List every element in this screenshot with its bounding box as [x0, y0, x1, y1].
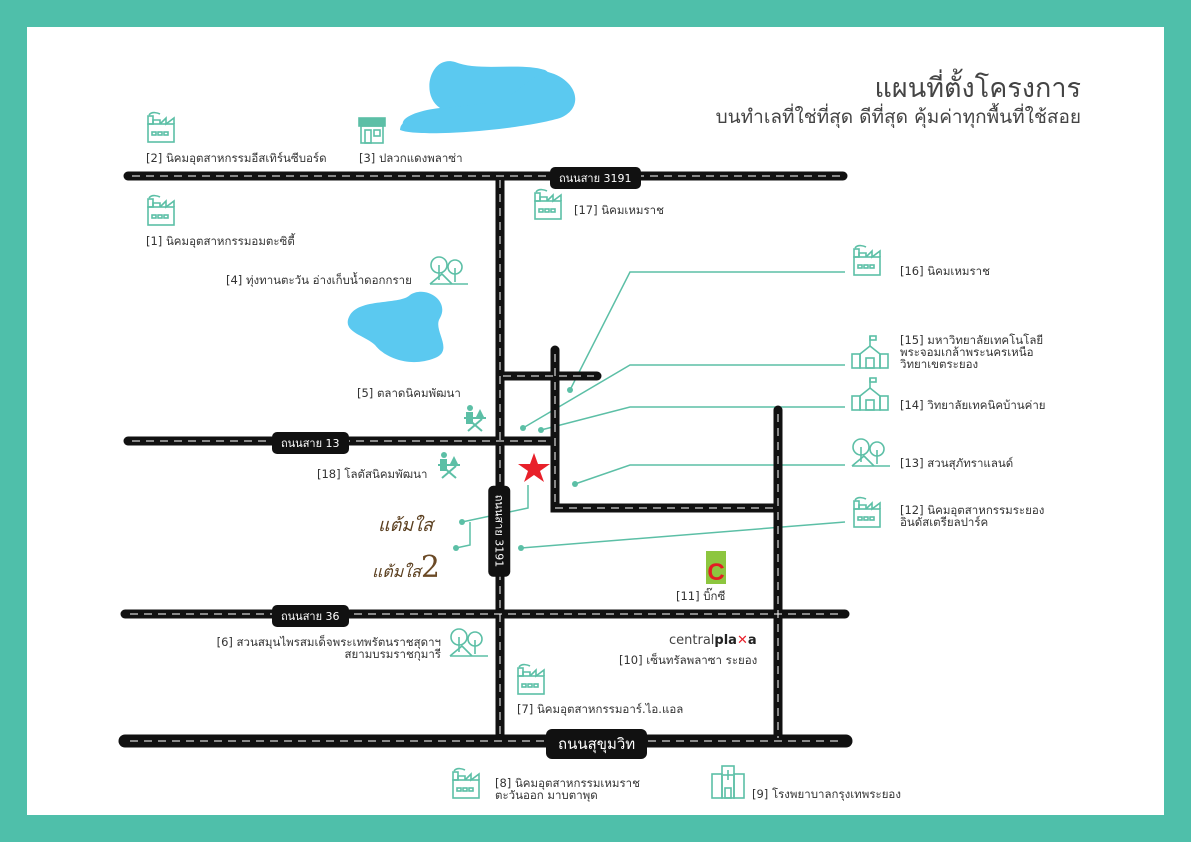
factory-icon	[534, 188, 562, 220]
callout-lines	[455, 271, 846, 549]
lake-middle	[347, 291, 444, 363]
place-15: [15] มหาวิทยาลัยเทคโนโลยี พระจอมเกล้าพระ…	[900, 334, 1043, 370]
place-13: [13] สวนสุภัทราแลนด์	[900, 456, 1014, 470]
road-label-sukhumvit: ถนนสุขุมวิท	[546, 729, 648, 759]
trees-icon	[429, 256, 469, 285]
factory-icon	[452, 767, 480, 799]
project-logo-2: แต้มใส2	[372, 550, 440, 585]
central-plaza-logo: centralpla✕a	[669, 633, 757, 648]
place-1: [1] นิคมอุตสาหกรรมอมตะซิตี้	[146, 234, 295, 248]
map-card	[27, 27, 1164, 815]
road-label-3191: ถนนสาย 3191	[550, 167, 641, 189]
place-18: [18] โลตัสนิคมพัฒนา	[317, 467, 428, 481]
hospital-icon	[711, 765, 745, 799]
place-15-line2: พระจอมเกล้าพระนครเหนือ	[900, 345, 1034, 359]
school-icon	[851, 335, 889, 369]
place-9: [9] โรงพยาบาลกรุงเทพระยอง	[752, 787, 901, 801]
place-12-line2: อินดัสเตรียลปาร์ค	[900, 515, 989, 529]
place-6-line1: [6] สวนสมุนไพรสมเด็จพระเทพรัตนราชสุดาฯ	[216, 635, 441, 649]
market-icon	[463, 404, 487, 432]
school-icon	[851, 377, 889, 411]
place-15-line1: [15] มหาวิทยาลัยเทคโนโลยี	[900, 333, 1044, 347]
place-14: [14] วิทยาลัยเทคนิคบ้านค่าย	[900, 398, 1046, 412]
place-4: [4] ทุ่งทานตะวัน อ่างเก็บน้ำดอกกราย	[226, 273, 412, 287]
project-logo-1: แต้มใส	[378, 515, 433, 536]
trees-icon	[851, 438, 891, 467]
page-title: แผนที่ตั้งโครงการ	[874, 73, 1081, 104]
page-subtitle: บนทำเลที่ใช่ที่สุด ดีที่สุด คุ้มค่าทุกพื…	[715, 106, 1081, 128]
place-2: [2] นิคมอุตสาหกรรมอีสเทิร์นซีบอร์ด	[146, 151, 327, 165]
market-icon	[437, 451, 461, 479]
bigc-logo: C	[706, 551, 726, 586]
factory-icon	[853, 244, 881, 276]
place-7: [7] นิคมอุตสาหกรรมอาร์.ไอ.แอล	[517, 702, 684, 716]
svg-text:C: C	[707, 559, 724, 586]
factory-icon	[147, 111, 175, 143]
place-17: [17] นิคมเหมราช	[574, 203, 664, 217]
lake-top-body	[400, 72, 576, 134]
place-6-line2: สยามบรมราชกุมารี	[344, 647, 441, 661]
place-8: [8] นิคมอุตสาหกรรมเหมราช ตะวันออก มาบตาพ…	[495, 777, 640, 801]
road-label-3191-vertical: ถนนสาย 3191	[488, 485, 511, 577]
place-6: [6] สวนสมุนไพรสมเด็จพระเทพรัตนราชสุดาฯ ส…	[217, 636, 441, 660]
project-location-star	[518, 453, 550, 482]
factory-icon	[517, 663, 545, 695]
store-icon	[358, 117, 386, 144]
place-8-line2: ตะวันออก มาบตาพุด	[495, 788, 598, 802]
factory-icon	[147, 194, 175, 226]
place-5: [5] ตลาดนิคมพัฒนา	[357, 386, 461, 400]
place-12-line1: [12] นิคมอุตสาหกรรมระยอง	[900, 503, 1045, 517]
factory-icon	[853, 496, 881, 528]
place-3: [3] ปลวกแดงพลาซ่า	[359, 151, 463, 165]
place-10: [10] เซ็นทรัลพลาซา ระยอง	[619, 653, 758, 667]
place-15-line3: วิทยาเขตระยอง	[900, 357, 979, 371]
place-12: [12] นิคมอุตสาหกรรมระยอง อินดัสเตรียลปาร…	[900, 504, 1044, 528]
place-16: [16] นิคมเหมราช	[900, 264, 990, 278]
place-8-line1: [8] นิคมอุตสาหกรรมเหมราช	[495, 776, 640, 790]
place-11: [11] บิ๊กซี	[676, 589, 726, 603]
road-label-13: ถนนสาย 13	[272, 432, 349, 454]
trees-icon	[449, 628, 489, 657]
road-label-36: ถนนสาย 36	[272, 605, 349, 627]
